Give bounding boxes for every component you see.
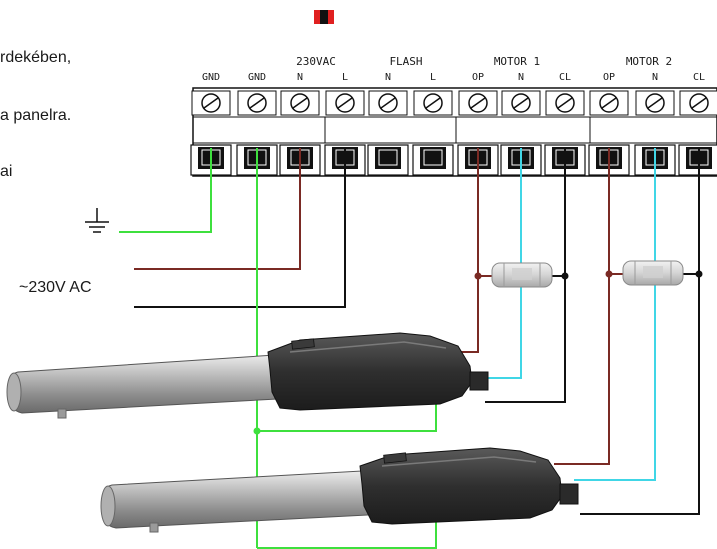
- neutral-supply-wire: [134, 148, 301, 270]
- terminal-screw-icon: [545, 90, 585, 116]
- pin-label: CL: [559, 72, 571, 83]
- text-line-2: a panelra.: [0, 107, 72, 124]
- pin-label: OP: [472, 72, 484, 83]
- actuator-icon: [6, 332, 489, 419]
- group-label-230vac: 230VAC: [296, 55, 336, 68]
- terminal-screw-icon: [458, 90, 498, 116]
- pin-label: OP: [603, 72, 615, 83]
- terminal-clamp: [367, 144, 409, 176]
- terminal-screw-icon: [635, 90, 675, 116]
- supply-wiring: [119, 148, 437, 549]
- pin-label: CL: [693, 72, 705, 83]
- motor-1-n-wire: [486, 148, 522, 379]
- terminal-screw-icon: [191, 90, 231, 116]
- terminal-clamp: [236, 144, 278, 176]
- terminal-group-labels: 230VAC FLASH MOTOR 1 MOTOR 2: [296, 55, 672, 68]
- terminal-clamp: [412, 144, 454, 176]
- motor-1-junction-op: [474, 272, 482, 280]
- capacitor-icon: [622, 260, 684, 286]
- pin-label: L: [430, 72, 436, 83]
- actuator-1-ground-loop: [257, 393, 437, 432]
- live-supply-wire: [134, 148, 346, 308]
- group-label-flash: FLASH: [389, 55, 422, 68]
- actuator-2-ground-loop: [257, 522, 437, 549]
- pin-label: GND: [202, 72, 220, 83]
- text-line-1: rdekében,: [0, 49, 72, 66]
- pin-label: N: [297, 72, 303, 83]
- group-label-motor-1: MOTOR 1: [494, 55, 540, 68]
- pin-label: N: [518, 72, 524, 83]
- ac-input-label: ~230V AC: [19, 279, 92, 296]
- capacitor-icon: [491, 262, 553, 288]
- motor-2-op-wire: [554, 148, 610, 465]
- terminal-screw-icon: [679, 90, 717, 116]
- motor-1-junction-cl: [561, 272, 569, 280]
- terminal-pin-labels: GND GND N L N L OP N CL OP N CL: [202, 72, 705, 83]
- pin-label: GND: [248, 72, 266, 83]
- text-line-3: ai: [0, 163, 13, 180]
- actuator-icon: [100, 447, 579, 533]
- motor-2-junction-cl: [695, 270, 703, 278]
- motor-2-junction-op: [605, 270, 613, 278]
- indicator-center: [320, 10, 328, 24]
- terminal-screw-icon: [368, 90, 408, 116]
- indicator-icon: [314, 10, 334, 24]
- terminal-screw-icon: [280, 90, 320, 116]
- motor-1-cl-wire: [485, 148, 566, 403]
- group-label-motor-2: MOTOR 2: [626, 55, 672, 68]
- motor-2-n-wire: [574, 148, 656, 481]
- terminal-screw-icon: [501, 90, 541, 116]
- terminal-screw-icon: [413, 90, 453, 116]
- motor-1-wiring: [455, 148, 566, 403]
- pin-label: N: [652, 72, 658, 83]
- ground-wire: [119, 148, 212, 233]
- terminal-screw-icon: [325, 90, 365, 116]
- ground-symbol-icon: [85, 208, 109, 233]
- terminal-screw-icon: [589, 90, 629, 116]
- terminal-screw-icon: [237, 90, 277, 116]
- motor-2-cl-wire: [580, 148, 700, 515]
- motor-1-op-wire: [455, 148, 479, 353]
- pin-label: L: [342, 72, 348, 83]
- terminal-block: [190, 87, 717, 177]
- ground-junction: [253, 427, 261, 435]
- pin-label: N: [385, 72, 391, 83]
- motor-2-wiring: [554, 148, 700, 515]
